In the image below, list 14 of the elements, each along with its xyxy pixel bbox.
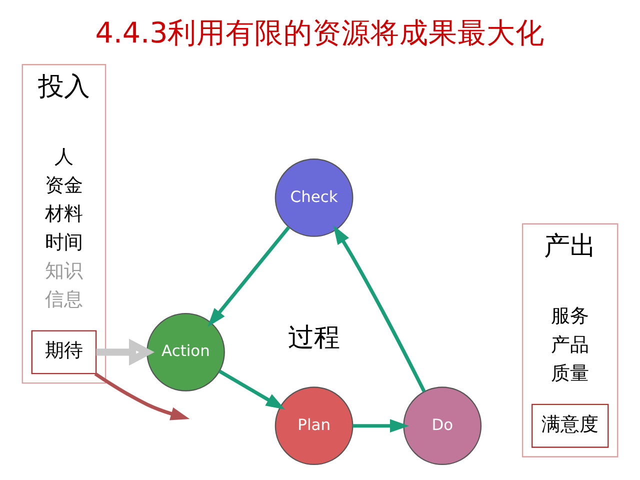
node-circle: Check [274, 158, 354, 236]
arrow [94, 372, 190, 420]
arrow [352, 418, 410, 432]
node-box: 满意度 [532, 403, 609, 448]
node-box: 期待 [31, 330, 97, 374]
node-circle: Do [403, 386, 482, 465]
node-circle: Action [146, 312, 225, 391]
diagram-title: 4.4.3利用有限的资源将成果最大化 [95, 16, 545, 49]
label: 过程 [288, 322, 340, 352]
arrow [96, 338, 154, 366]
arrow [208, 226, 290, 326]
arrow [333, 224, 426, 392]
arrow [218, 369, 285, 409]
node-circle: Plan [274, 386, 354, 465]
